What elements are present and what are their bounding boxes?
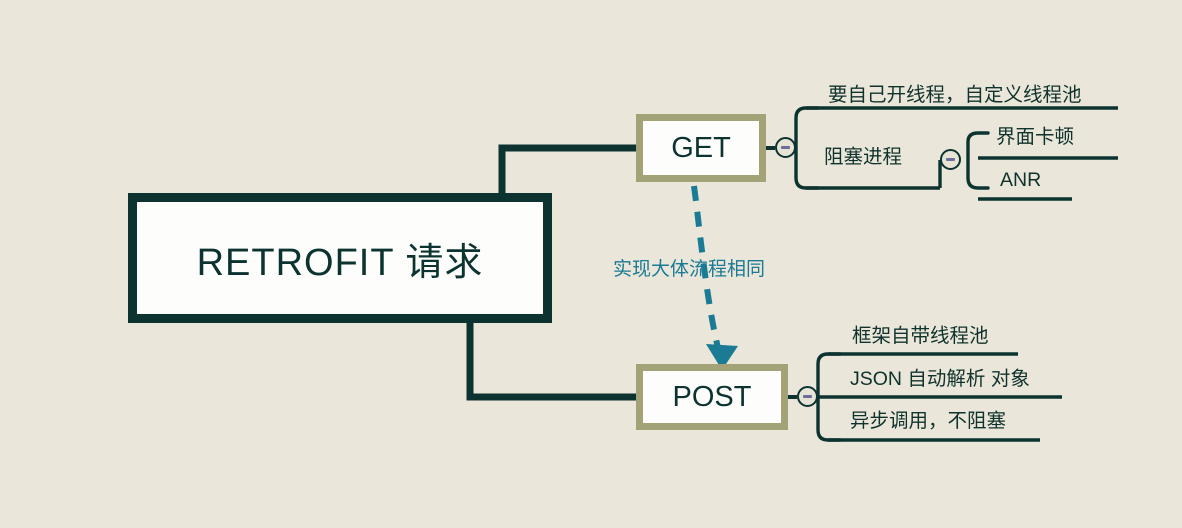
leaf-post-child-3[interactable]: 异步调用，不阻塞 [850,410,1007,432]
node-root[interactable]: RETROFIT 请求 [128,193,552,323]
connector-root-to-post [466,323,636,401]
toggle-post-collapse[interactable] [797,386,818,407]
minus-icon [946,158,955,161]
leaf-blocking-child-1[interactable]: 界面卡顿 [996,126,1075,148]
connector-post-children-bracket [816,352,842,442]
cross-link-arrow [691,185,722,353]
leaf-get-child-2[interactable]: 阻塞进程 [824,146,903,168]
cross-link-arrowhead [706,344,738,370]
node-post-label: POST [672,380,752,413]
leaf-blocking-child-2[interactable]: ANR [1000,169,1042,191]
node-get-label: GET [671,131,731,164]
minus-icon [803,395,812,398]
cross-link-label: 实现大体流程相同 [613,259,766,280]
toggle-get-collapse[interactable] [775,137,796,158]
minus-icon [781,146,790,149]
connector-get-children-bracket [794,106,820,190]
leaf-post-child-1[interactable]: 框架自带线程池 [852,325,989,347]
node-get[interactable]: GET [636,114,766,182]
connector-root-to-get [498,144,636,193]
toggle-blocking-collapse[interactable] [940,149,961,170]
node-root-label: RETROFIT 请求 [196,241,484,284]
leaf-get-child-1[interactable]: 要自己开线程，自定义线程池 [828,84,1082,106]
leaf-post-child-2[interactable]: JSON 自动解析 对象 [850,368,1030,390]
connector-blocking-children-bracket [966,131,990,190]
node-post[interactable]: POST [636,364,788,430]
